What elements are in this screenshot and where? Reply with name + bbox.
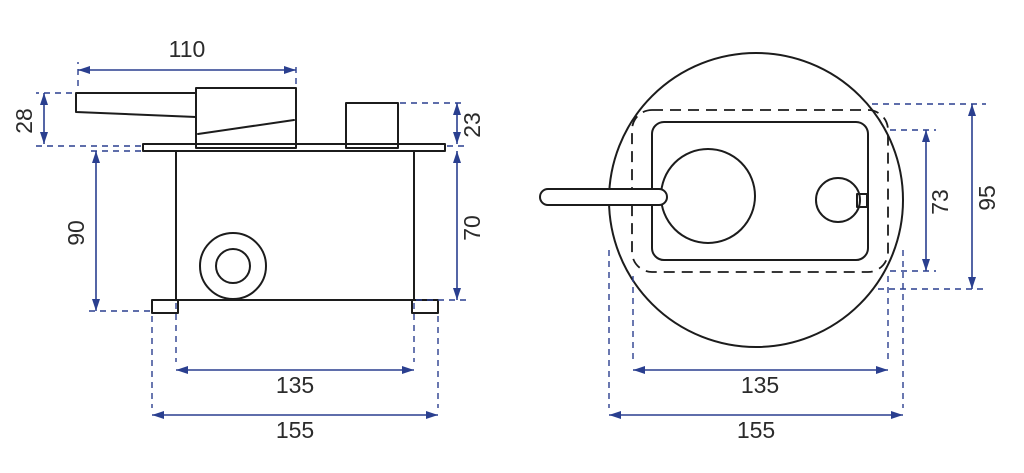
lever-handle-front [539, 188, 668, 206]
extension-lines-135-front [632, 276, 889, 362]
dimension-135-front: 135 [632, 276, 889, 398]
dimension-label-135-front: 135 [741, 372, 779, 398]
mixer-knob-front [660, 148, 756, 244]
extension-lines-28 [36, 92, 141, 147]
extension-lines-135-side [175, 303, 415, 362]
dimension-155-side: 155 [151, 316, 439, 443]
dimension-label-23: 23 [459, 112, 485, 138]
handle-base-taper-line [197, 119, 295, 135]
extension-lines-90 [88, 150, 150, 312]
dimension-73: 73 [890, 129, 953, 272]
side-view-dimensions: 110 28 23 90 70 [11, 36, 485, 443]
extension-lines-23 [400, 102, 466, 147]
dimension-95: 95 [872, 103, 1000, 290]
dimension-label-110: 110 [169, 36, 206, 62]
dimension-label-155-side: 155 [276, 417, 314, 443]
front-view-drawing [539, 52, 904, 348]
dimension-110: 110 [77, 36, 297, 86]
dimension-155-front: 155 [608, 250, 904, 443]
extension-lines-155-side [151, 316, 439, 408]
valve-body-side [175, 150, 415, 301]
outlet-outer-circle [199, 232, 267, 300]
dimension-label-73: 73 [927, 189, 953, 215]
dimension-135-side: 135 [175, 303, 415, 398]
dimension-70: 70 [416, 151, 485, 301]
handle-base-side [195, 87, 297, 149]
dimension-label-90: 90 [63, 220, 89, 246]
diverter-knob-side [345, 102, 399, 149]
dimension-label-135-side: 135 [276, 372, 314, 398]
side-view-drawing [75, 87, 446, 314]
mounting-tab-left [151, 299, 179, 314]
dimension-label-70: 70 [459, 215, 485, 241]
front-view-dimensions: 73 95 135 155 [608, 103, 1000, 443]
dimension-28: 28 [11, 92, 141, 147]
dimension-label-95: 95 [974, 185, 1000, 211]
diverter-knob-notch [856, 193, 868, 208]
mounting-tab-right [411, 299, 439, 314]
outlet-inner-circle [215, 248, 251, 284]
lever-handle-side [75, 92, 197, 118]
extension-lines-155-front [608, 250, 904, 408]
extension-lines-110 [77, 62, 297, 86]
dimension-label-155-front: 155 [737, 417, 775, 443]
dimension-label-28: 28 [11, 108, 37, 134]
inner-plate-outline [651, 121, 869, 261]
concealed-box-dashed-outline [631, 109, 889, 273]
extension-lines-95 [872, 103, 986, 290]
dimension-23: 23 [400, 102, 485, 147]
diverter-knob-front [815, 177, 861, 223]
dimension-90: 90 [63, 150, 150, 312]
